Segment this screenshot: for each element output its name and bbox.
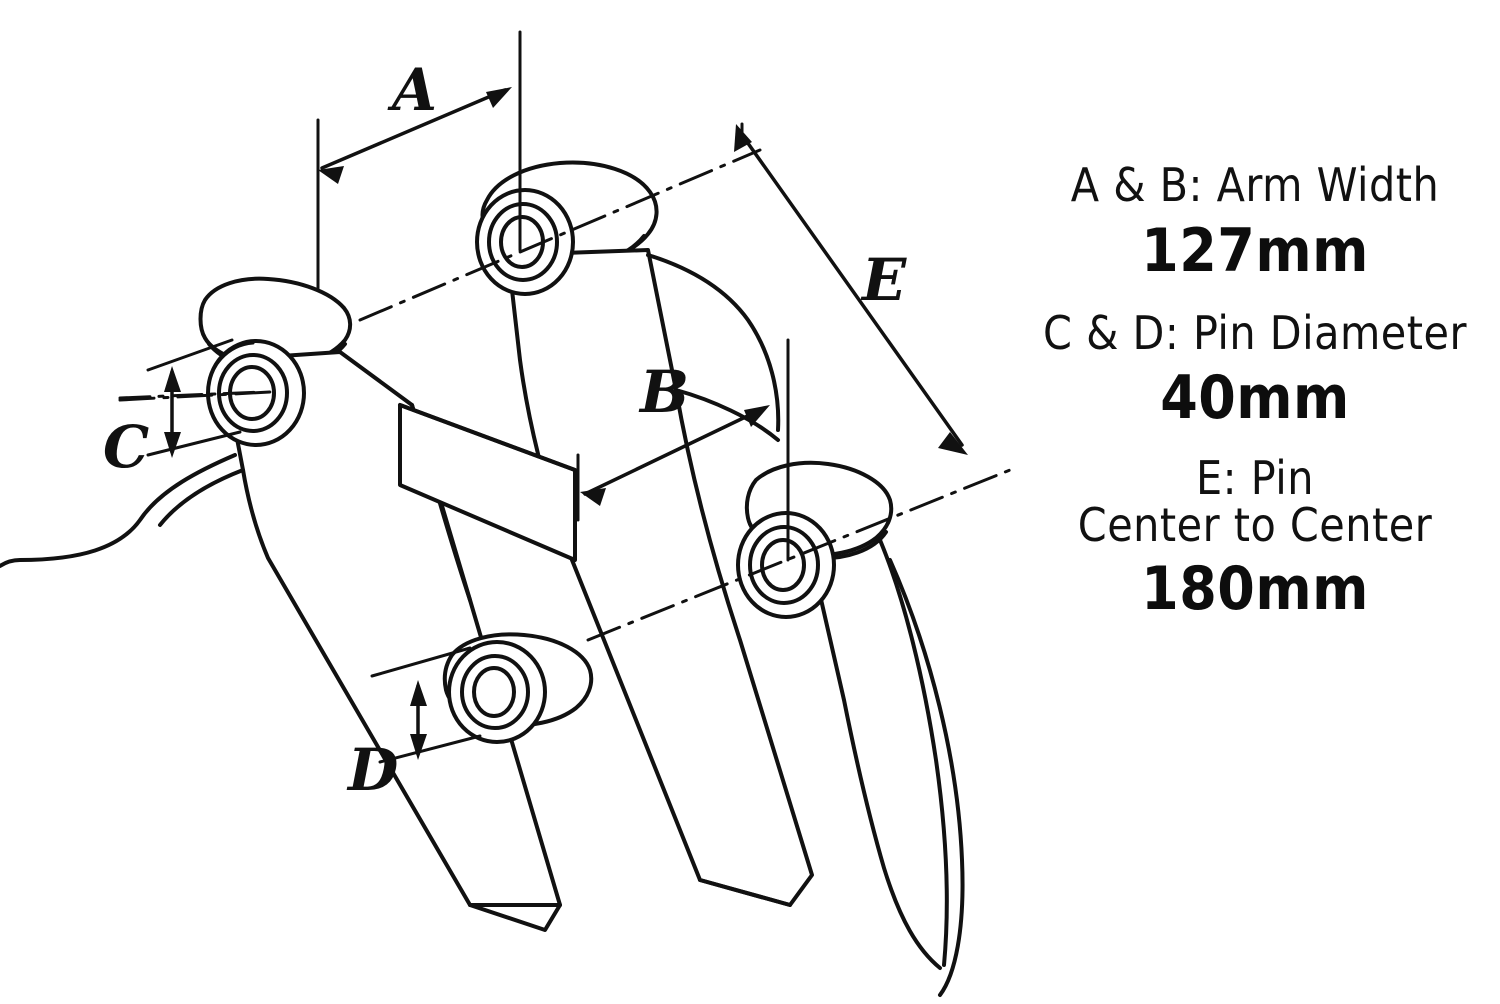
dimension-b (576, 338, 790, 562)
legend-label-pin-diameter: C & D: Pin Diameter (1043, 305, 1467, 360)
front-pin-bushing-right (736, 511, 836, 619)
dimension-letter-a: A (387, 56, 437, 124)
front-pin-bushing-top (475, 188, 575, 296)
legend-entry-pin-center-to-center: E: Pin Center to Center 180mm (1020, 455, 1490, 624)
excavator-coupler-line-drawing: A B C D E (0, 30, 1012, 997)
legend-label-pin-center-line1: E: Pin (1196, 451, 1314, 506)
dimension-d (370, 646, 482, 764)
dimension-letter-c: C (103, 413, 149, 481)
dimension-e (734, 122, 968, 455)
legend-value-pin-diameter: 40mm (1160, 363, 1350, 434)
legend-label-pin-center-line2: Center to Center (1077, 498, 1433, 553)
legend-label-arm-width: A & B: Arm Width (1070, 158, 1440, 212)
legend-value-pin-center-to-center: 180mm (1141, 554, 1369, 624)
legend-value-arm-width: 127mm (1141, 215, 1369, 286)
legend-entry-arm-width: A & B: Arm Width 127mm (1020, 160, 1490, 286)
legend: A & B: Arm Width 127mm C & D: Pin Diamet… (1020, 160, 1490, 646)
dimension-letter-d: D (346, 736, 398, 804)
pin-axis-lines (118, 390, 264, 400)
dimension-letter-b: B (638, 358, 689, 426)
dimension-letter-e: E (860, 246, 907, 314)
legend-entry-pin-diameter: C & D: Pin Diameter 40mm (1020, 305, 1490, 434)
lower-pin-bushing-d (442, 632, 594, 744)
dimension-a (316, 30, 522, 292)
dimension-c (146, 338, 242, 458)
